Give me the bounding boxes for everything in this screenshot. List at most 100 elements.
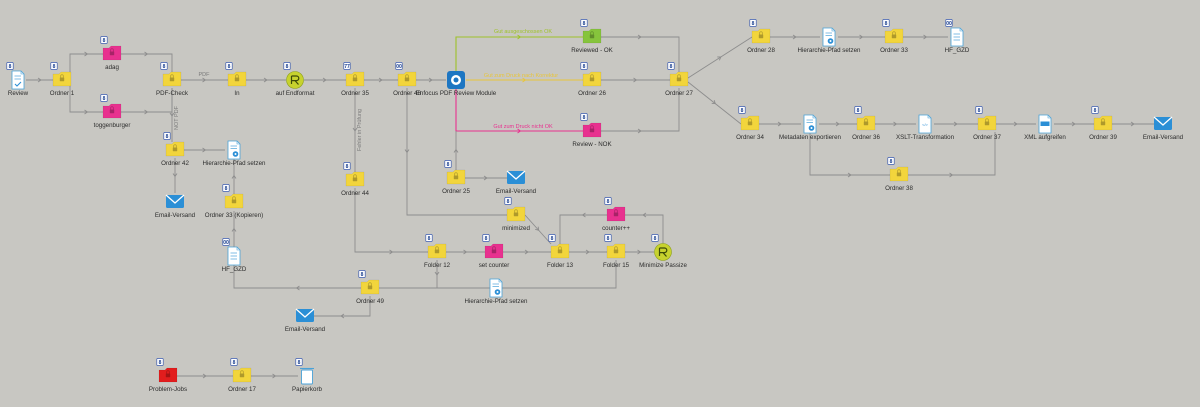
connection[interactable] <box>687 36 753 79</box>
connection[interactable] <box>934 121 978 127</box>
connection[interactable] <box>601 77 670 83</box>
connection[interactable] <box>1112 121 1154 127</box>
connection-line[interactable] <box>524 214 552 245</box>
connection[interactable] <box>69 51 103 78</box>
connection[interactable] <box>569 249 607 255</box>
connection-line[interactable] <box>809 133 890 176</box>
connection[interactable] <box>875 121 916 127</box>
connection[interactable] <box>819 121 857 127</box>
connection[interactable]: NOT PDF <box>169 88 180 142</box>
connection-line[interactable] <box>233 265 361 289</box>
node-hierarchie2[interactable]: Hierarchie-Pfad setzen <box>203 140 266 167</box>
connection[interactable] <box>251 373 298 379</box>
connection[interactable] <box>809 133 890 178</box>
connection-line[interactable] <box>625 214 664 244</box>
connection[interactable]: Gut zum Druck nach Korrektur <box>466 73 583 83</box>
connection[interactable] <box>687 81 742 125</box>
connection[interactable] <box>625 249 654 255</box>
connection[interactable] <box>601 88 680 134</box>
connection[interactable] <box>434 260 440 288</box>
connection-line[interactable] <box>354 188 428 253</box>
connection[interactable] <box>908 132 996 178</box>
connection[interactable] <box>177 373 233 379</box>
connection-line[interactable] <box>379 260 617 289</box>
connection-line[interactable] <box>121 53 173 72</box>
connection-line[interactable] <box>559 214 607 244</box>
connection[interactable] <box>404 88 507 216</box>
connection[interactable] <box>354 188 428 255</box>
connection-line[interactable] <box>687 36 753 79</box>
connection-line[interactable] <box>601 88 680 132</box>
connection-line[interactable] <box>69 53 103 78</box>
node-metadaten[interactable]: Metadaten exportieren <box>779 114 842 141</box>
connection[interactable] <box>231 211 237 248</box>
connection[interactable] <box>503 249 551 255</box>
connection[interactable] <box>246 77 286 83</box>
connection[interactable]: PDF <box>181 72 228 83</box>
node-emailR[interactable]: Email-Versand <box>1143 116 1184 141</box>
connection-line[interactable] <box>406 88 507 216</box>
connection[interactable] <box>625 212 664 244</box>
connection[interactable] <box>172 158 178 193</box>
connection[interactable] <box>770 34 820 40</box>
connection[interactable] <box>759 121 801 127</box>
connection[interactable] <box>121 51 173 72</box>
connection[interactable] <box>231 159 237 194</box>
node-hierarchie1[interactable]: Hierarchie-Pfad setzen <box>798 27 861 54</box>
node-email1[interactable]: Email-Versand <box>155 194 196 219</box>
connection[interactable] <box>184 147 225 153</box>
connection[interactable] <box>304 77 346 83</box>
connection-line[interactable] <box>69 82 103 113</box>
connection-line[interactable] <box>314 296 371 317</box>
connection[interactable] <box>314 296 371 319</box>
connection[interactable] <box>465 175 507 181</box>
connection-line[interactable] <box>908 132 996 176</box>
connection[interactable]: Gut ausgeschossen OK <box>455 29 583 71</box>
connection[interactable] <box>364 77 398 83</box>
node-hierarchie3[interactable]: Hierarchie-Pfad setzen <box>465 278 528 305</box>
connection[interactable] <box>233 265 361 291</box>
connection[interactable] <box>453 131 459 170</box>
connection[interactable] <box>1054 121 1094 127</box>
connection[interactable] <box>601 34 680 72</box>
connection[interactable] <box>26 77 54 83</box>
node-email2[interactable]: Email-Versand <box>496 170 537 195</box>
connection[interactable] <box>69 82 103 115</box>
connection[interactable]: Fehler in Prüfung <box>352 88 363 172</box>
node-xml[interactable]: XML aufgreifen <box>1024 114 1066 141</box>
